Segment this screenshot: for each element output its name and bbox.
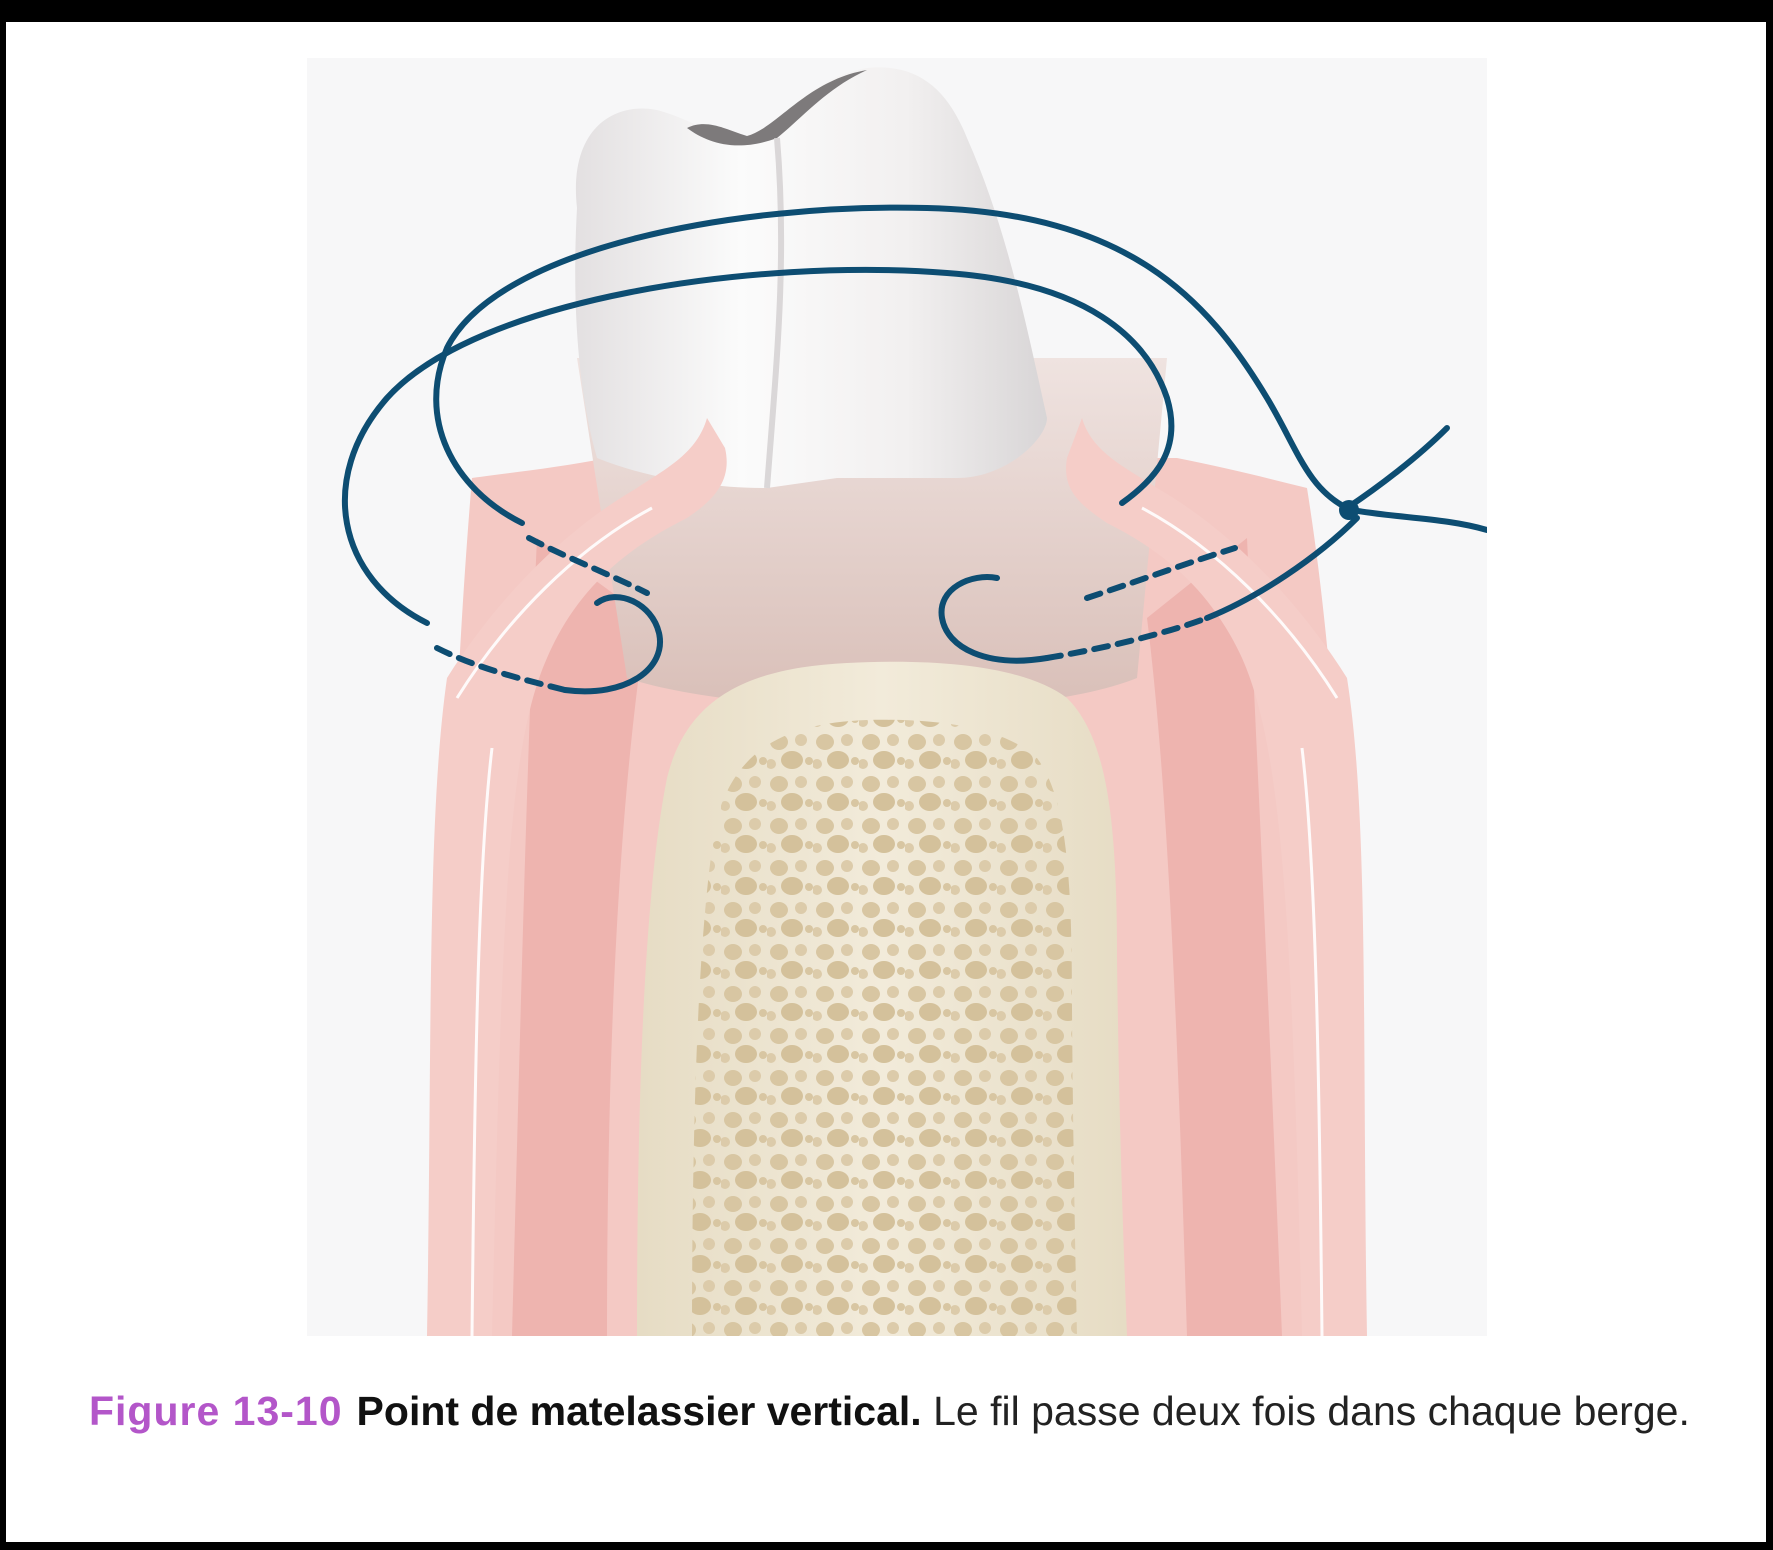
figure-label: Figure 13-10 <box>89 1388 343 1434</box>
suture-knot <box>1339 500 1359 520</box>
figure-description: Le fil passe deux fois dans chaque berge… <box>922 1388 1690 1434</box>
figure-caption: Figure 13-10 Point de matelassier vertica… <box>89 1383 1739 1439</box>
figure-title: Point de matelassier vertical. <box>357 1388 922 1434</box>
alveolar-bone <box>637 662 1127 1336</box>
vertical-mattress-suture-illustration <box>307 58 1487 1336</box>
